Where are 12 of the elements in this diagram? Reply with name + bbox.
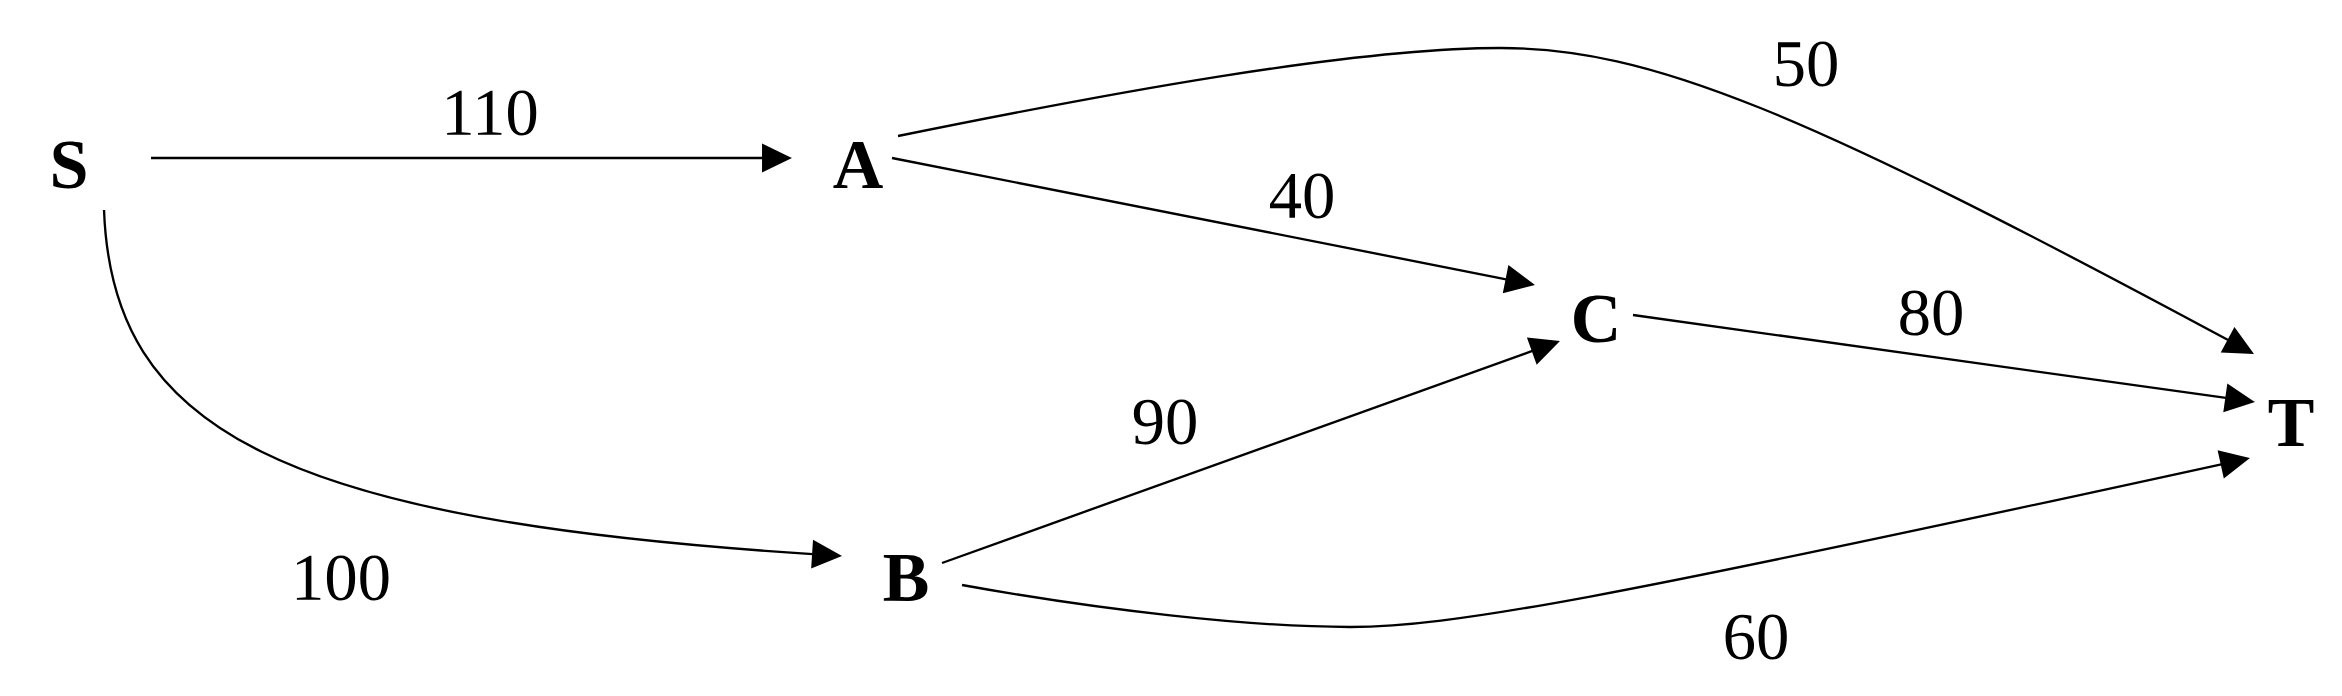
edge-label: 50 — [1769, 38, 1843, 90]
edge-label: 110 — [437, 87, 543, 139]
edge-label: 90 — [1128, 396, 1202, 448]
edge-label: 60 — [1719, 611, 1793, 663]
vertex-label: B — [883, 554, 928, 601]
edge-label: 40 — [1265, 170, 1339, 222]
edge-label: 80 — [1894, 287, 1968, 339]
edge-label: 100 — [287, 552, 395, 604]
vertex-label: C — [1574, 295, 1616, 343]
vertex-label: A — [833, 141, 883, 189]
vertex-label: T — [2268, 400, 2314, 446]
vertex-label: S — [53, 141, 86, 189]
